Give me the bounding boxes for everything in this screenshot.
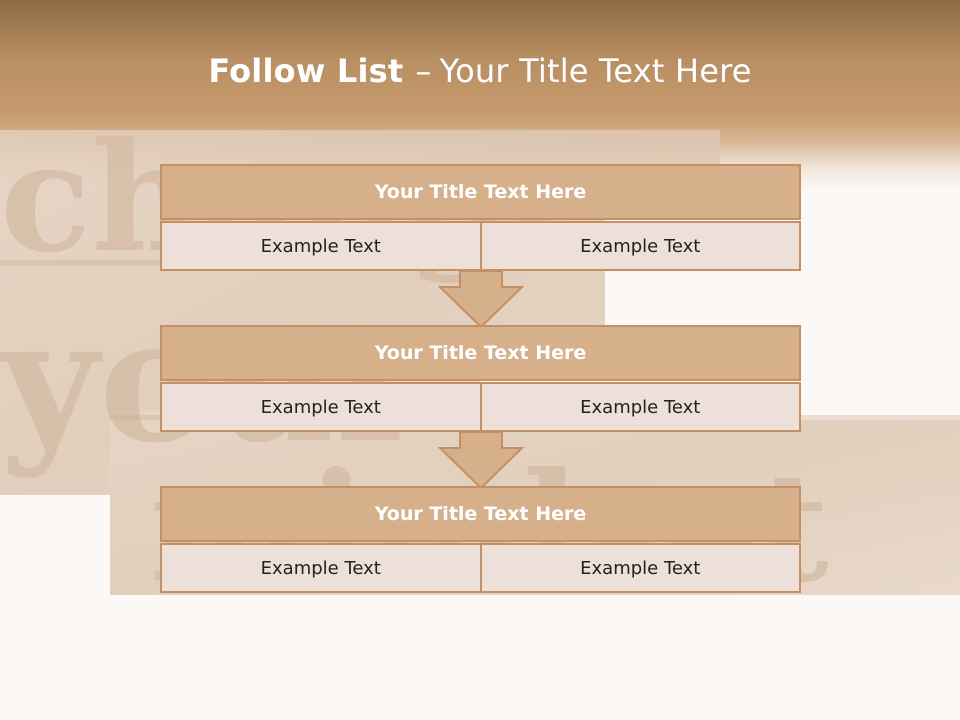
block-cell-left: Example Text xyxy=(160,382,481,432)
slide-title: Follow List–Your Title Text Here xyxy=(0,52,960,90)
follow-block-1: Your Title Text Here Example Text Exampl… xyxy=(160,164,801,271)
svg-text:your: your xyxy=(0,281,428,481)
block-row: Example Text Example Text xyxy=(160,221,801,271)
block-cell-right: Example Text xyxy=(480,543,801,593)
block-row: Example Text Example Text xyxy=(160,382,801,432)
down-arrow-icon xyxy=(438,270,524,328)
block-title: Your Title Text Here xyxy=(160,325,801,381)
follow-block-2: Your Title Text Here Example Text Exampl… xyxy=(160,325,801,432)
follow-block-3: Your Title Text Here Example Text Exampl… xyxy=(160,486,801,593)
block-cell-right: Example Text xyxy=(480,221,801,271)
slide-title-separator: – xyxy=(415,52,432,90)
block-cell-left: Example Text xyxy=(160,543,481,593)
block-cell-left: Example Text xyxy=(160,221,481,271)
block-title: Your Title Text Here xyxy=(160,164,801,220)
block-cell-right: Example Text xyxy=(480,382,801,432)
down-arrow-icon xyxy=(438,431,524,489)
block-title: Your Title Text Here xyxy=(160,486,801,542)
slide-title-bold: Follow List xyxy=(208,52,404,90)
slide-title-rest: Your Title Text Here xyxy=(439,52,752,90)
block-row: Example Text Example Text xyxy=(160,543,801,593)
